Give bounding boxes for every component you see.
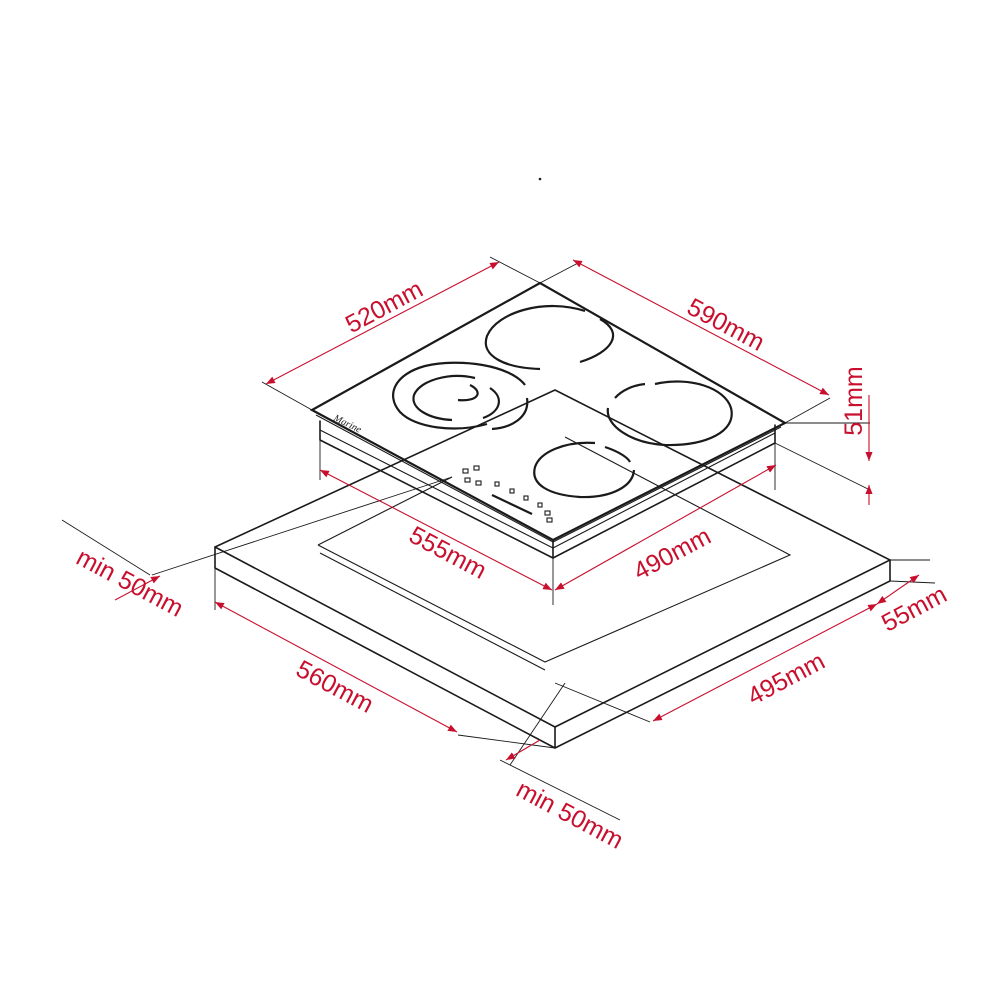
dimension-labels: 520mm 590mm 51mm 555mm 490mm 560mm 495mm… (72, 275, 952, 855)
countertop (214, 389, 891, 749)
dim-line-cutout-width (319, 469, 553, 591)
label-hob-width: 520mm (341, 275, 428, 339)
extension-lines (61, 256, 936, 821)
label-counter-depth: 495mm (743, 647, 830, 711)
control-panel (462, 465, 553, 523)
control-button-icon (523, 495, 529, 501)
dim-line-clearance-front (505, 739, 541, 761)
indicator-icon (475, 480, 482, 486)
label-cutout-depth: 490mm (629, 522, 716, 586)
dim-line-hob-width (265, 261, 500, 385)
indicator-icon (546, 517, 553, 523)
dim-line-counter-width (214, 601, 458, 733)
burner-front (533, 441, 636, 499)
control-button-icon (494, 481, 500, 487)
stray-dot (538, 177, 542, 181)
indicator-icon (462, 468, 469, 474)
label-cutout-width: 555mm (404, 521, 491, 585)
dim-line-clearance-left (114, 575, 161, 601)
burner-dual-left (392, 361, 529, 431)
label-clearance-left: min 50mm (72, 543, 188, 623)
burner-right (606, 380, 733, 447)
dim-line-edge-gap (876, 574, 920, 605)
dimension-lines (114, 259, 920, 761)
burner-back (484, 304, 615, 371)
indicator-icon (473, 465, 480, 471)
control-button-icon (509, 488, 515, 494)
label-edge-gap: 55mm (877, 580, 951, 637)
label-counter-width: 560mm (291, 655, 378, 719)
dim-line-counter-depth (652, 603, 878, 722)
label-hob-height: 51mm (840, 366, 868, 435)
control-button-icon (537, 502, 543, 508)
indicator-icon (544, 510, 551, 516)
indicator-icon (464, 477, 471, 483)
dim-line-cutout-depth (554, 464, 777, 591)
dim-line-hob-depth (572, 259, 830, 396)
brand-logo: Marine (331, 412, 364, 435)
